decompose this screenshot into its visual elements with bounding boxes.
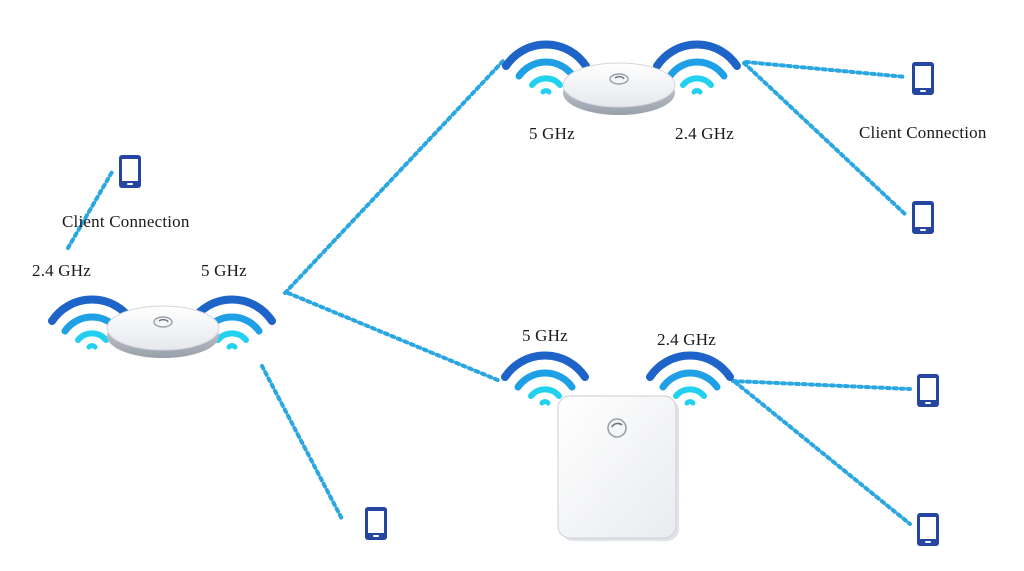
top-ap-5-label: 5 GHz: [529, 124, 575, 143]
link-top-ap-to-client-1: [744, 60, 908, 79]
smartphone-icon: [917, 513, 939, 546]
bottom-ap-5-label: 5 GHz: [522, 326, 568, 345]
link-left-ap-to-client-bottom: [260, 364, 344, 521]
link-bottom-ap-to-client-2: [733, 380, 912, 526]
bottom-outdoor-ap-device: [557, 395, 679, 541]
top-ceiling-ap-device: [562, 62, 676, 116]
link-left-ap-to-client-top: [66, 170, 114, 250]
top-client-connection-label: Client Connection: [859, 123, 987, 142]
link-left-ap-to-bottom-ap: [286, 291, 502, 383]
bottom-ap-24-label: 2.4 GHz: [657, 330, 716, 349]
smartphone-icon: [119, 155, 141, 188]
smartphone-icon: [917, 374, 939, 407]
link-bottom-ap-to-client-1: [731, 379, 912, 391]
bottom-access-point: [505, 356, 730, 541]
smartphone-icon: [365, 507, 387, 540]
link-lines: [66, 58, 912, 526]
smartphone-icon: [912, 201, 934, 234]
left-ap-24-label: 2.4 GHz: [32, 261, 91, 280]
left-ap-5-label: 5 GHz: [201, 261, 247, 280]
left-access-point: [52, 300, 272, 359]
link-top-ap-to-client-2: [742, 61, 908, 217]
left-ceiling-ap-device: [106, 305, 220, 359]
smartphone-icon: [912, 62, 934, 95]
left-client-connection-label: Client Connection: [62, 212, 190, 231]
top-ap-24-label: 2.4 GHz: [675, 124, 734, 143]
link-left-ap-to-top-ap: [283, 58, 506, 295]
top-access-point: [506, 45, 737, 116]
